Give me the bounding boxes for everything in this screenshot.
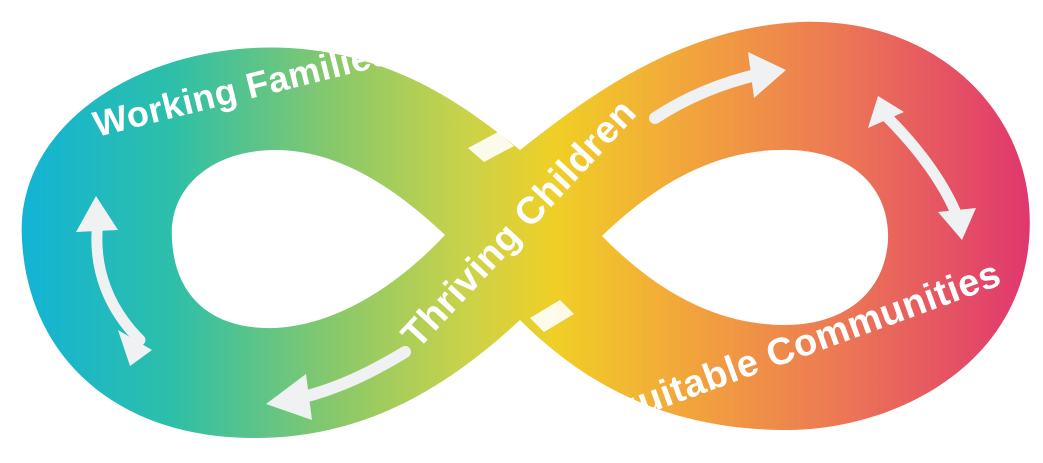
double-arrow-right-icon: [868, 96, 976, 240]
double-arrow-left-icon: [76, 196, 152, 366]
arrow-left-icon: [266, 346, 411, 420]
crossing-shadow-lower: [530, 300, 574, 332]
arrow-right-icon: [649, 52, 786, 124]
infinity-band: [21, 21, 1030, 439]
crossing-shadow: [468, 132, 514, 162]
